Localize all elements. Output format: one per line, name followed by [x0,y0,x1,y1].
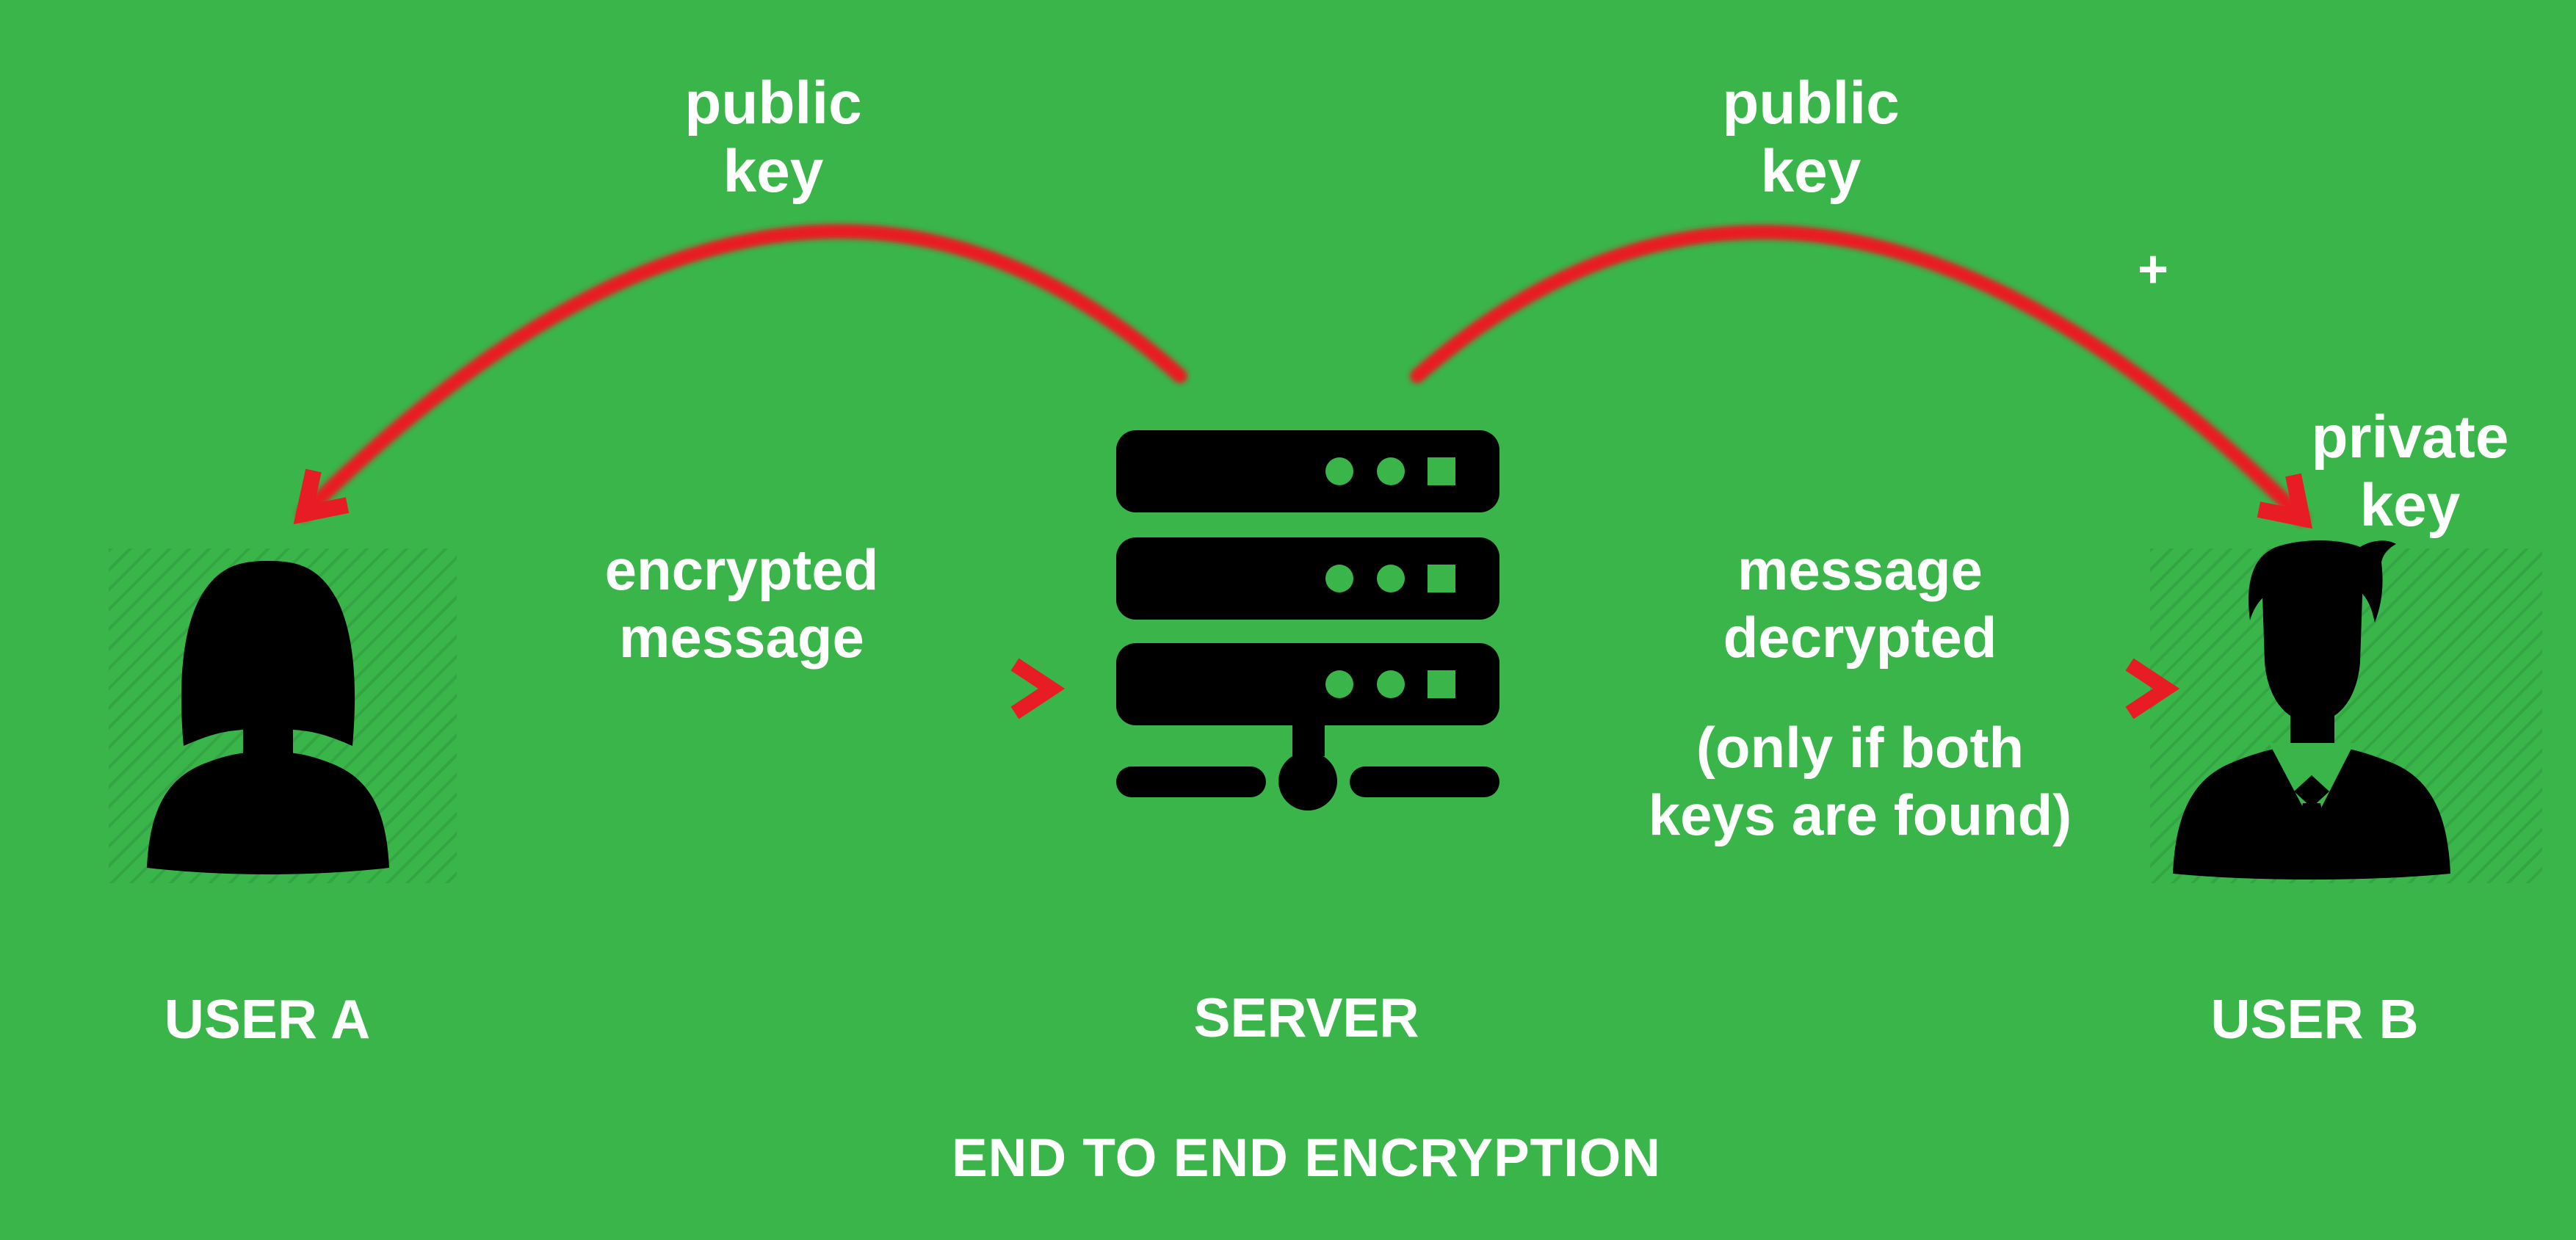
public-key-arc-right [1410,225,2313,529]
server-rack-icon [1116,430,1499,811]
female-user-icon [147,561,389,874]
decryption-condition-label: (only if both keys are found) [1648,715,2072,847]
user-a-label: USER A [164,988,371,1050]
encrypted-message-label: encrypted message [604,537,879,670]
user-b-label: USER B [2210,988,2419,1050]
diagram-title: END TO END ENCRYPTION [951,1128,1662,1188]
public-key-arc-left [293,224,1187,525]
server-label: SERVER [1193,987,1419,1048]
encrypted-message-arrow [441,658,1066,719]
public-key-label-left: public key [684,70,862,205]
private-key-label: private key [2311,404,2509,539]
public-key-label-right: public key [1722,70,1900,205]
plus-sign: + [2137,240,2169,299]
message-decrypted-label: message decrypted [1723,537,1997,670]
male-user-icon [2173,540,2450,880]
message-decrypted-arrow [1560,658,2180,719]
